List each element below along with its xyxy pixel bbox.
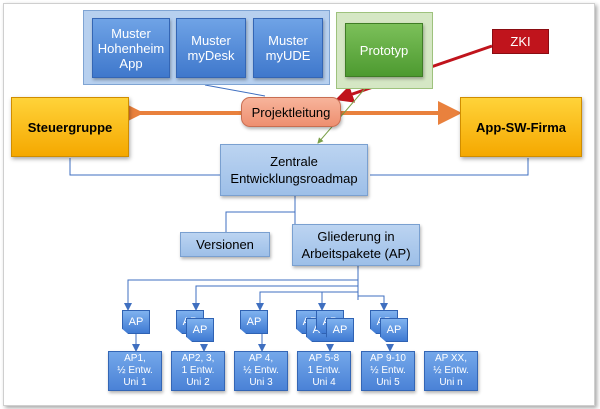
muster-myude-node: Muster myUDE (253, 18, 323, 78)
zki-node: ZKI (492, 29, 549, 54)
ap-doc-icon: AP (186, 318, 214, 342)
work-package-6: AP XX, ½ Entw. Uni n (424, 351, 478, 391)
muster-to-projektleitung (204, 84, 266, 97)
versionen-node: Versionen (180, 232, 270, 257)
gliederung-node: Gliederung in Arbeitspakete (AP) (292, 224, 420, 266)
zentrale-roadmap-node: Zentrale Entwicklungsroadmap (220, 144, 368, 196)
prototyp-node: Prototyp (345, 23, 423, 77)
work-package-2: AP2, 3, 1 Entw. Uni 2 (171, 351, 225, 391)
work-package-1: AP1, ½ Entw. Uni 1 (108, 351, 162, 391)
steuergruppe-node: Steuergruppe (11, 97, 129, 157)
ap-doc-icon: AP (380, 318, 408, 342)
ap-doc-icon: AP (240, 310, 268, 334)
muster-hohenheim-node: Muster Hohenheim App (92, 18, 170, 78)
ap-doc-icon: AP (326, 318, 354, 342)
work-package-5: AP 9-10 ½ Entw. Uni 5 (361, 351, 415, 391)
firma-to-roadmap (370, 158, 529, 176)
roadmap-branch (225, 196, 296, 232)
projektleitung-node: Projektleitung (241, 97, 341, 127)
app-sw-firma-node: App-SW-Firma (460, 97, 582, 157)
ap-doc-icon: AP (122, 310, 150, 334)
work-package-3: AP 4, ½ Entw. Uni 3 (234, 351, 288, 391)
work-package-4: AP 5-8 1 Entw. Uni 4 (297, 351, 351, 391)
muster-mydesk-node: Muster myDesk (176, 18, 246, 78)
steuergruppe-to-roadmap (69, 158, 224, 176)
prototyp-to-roadmap (317, 84, 369, 144)
